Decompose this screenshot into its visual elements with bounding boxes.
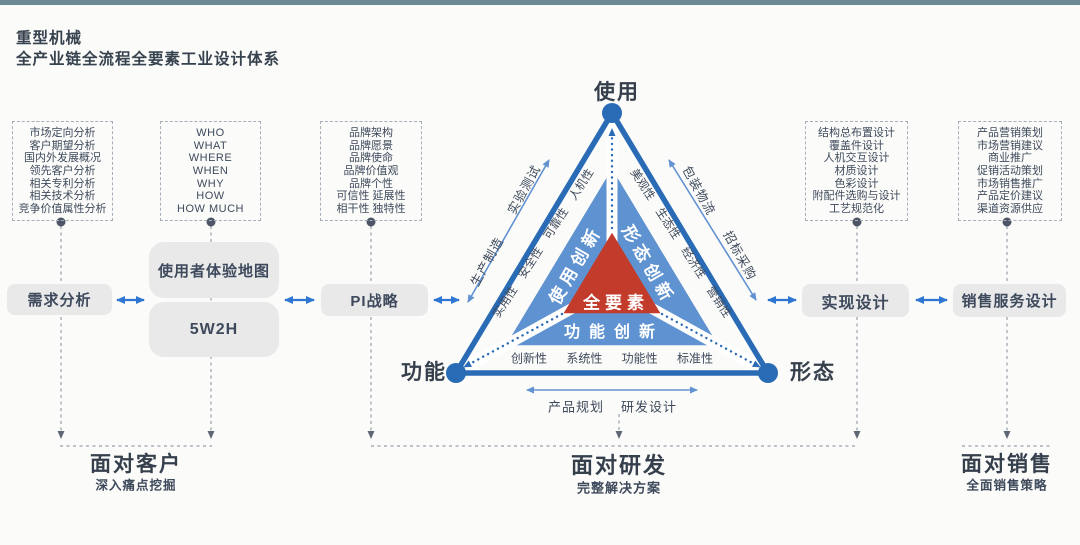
page-title: 重型机械 全产业链全流程全要素工业设计体系 [16,28,280,70]
box-label: 5W2H [189,320,239,338]
dotted-axes [463,128,761,368]
list-item: WHERE [188,152,233,165]
box-demand-analysis: 需求分析 [7,284,112,315]
list-item: 相关专利分析 [29,177,96,190]
list-item: WHY [196,177,225,190]
footer-customer-title: 面对客户 [90,453,182,476]
list-item: 可信性 延展性 [336,190,406,203]
box-realization-design: 实现设计 [802,284,909,317]
dashed-box-brand: 品牌架构 品牌愿景 品牌使命 品牌价值观 品牌个性 可信性 延展性 相干性 独特… [320,121,422,221]
box-5w2h: 5W2H [149,302,279,357]
list-item: 品牌价值观 [343,164,399,177]
top-accent-bar [0,0,1080,5]
vertex-dots [446,103,778,383]
list-item: 工艺规范化 [829,202,884,215]
footer-rnd-title: 面对研发 [570,453,668,478]
list-item: 人机交互设计 [823,152,890,165]
list-item: HOW MUCH [177,202,244,215]
list-item: 渠道资源供应 [977,202,1043,215]
box-label: 销售服务设计 [961,293,1058,310]
list-item: 产品营销策划 [977,127,1043,140]
box-sales-service-design: 销售服务设计 [953,284,1066,317]
list-item: 客户期望分析 [29,139,96,152]
box-label: 需求分析 [27,292,92,309]
vertex-label-use: 使用 [594,81,640,104]
dashed-box-sales-marketing: 产品营销策划 市场营销建议 商业推广 促销活动策划 市场销售推广 产品定价建议 … [958,121,1062,221]
footer-sales-title: 面对销售 [961,453,1053,476]
region-function-innovation: 功能创新 [563,324,665,341]
core-triangle [563,232,661,314]
list-item: 色彩设计 [834,177,879,190]
list-item: 覆盖件设计 [829,139,884,152]
list-item: 材质设计 [834,164,879,177]
list-item: 品牌架构 [349,127,393,140]
box-label: 实现设计 [821,294,890,312]
list-item: 品牌使命 [349,152,393,165]
vertex-label-function: 功能 [401,361,447,384]
label-product-planning: 产品规划 [547,399,605,415]
list-item: 品牌个性 [349,177,393,190]
list-item: 附配件选购与设计 [812,190,901,203]
box-label: 使用者体验地图 [157,262,270,280]
list-item: WHO [196,127,225,140]
footer-sales-subtitle: 全面销售策略 [966,478,1048,493]
list-item: 品牌愿景 [349,139,393,152]
label-rnd-design: 研发设计 [620,399,678,415]
drop-lines [57,226,1011,439]
list-item: 市场营销建议 [977,139,1043,152]
vertex-label-form: 形态 [790,361,836,384]
box-pi-strategy: PI战略 [321,284,428,316]
list-item: WHEN [192,164,229,177]
dashed-box-5w2h: WHO WHAT WHERE WHEN WHY HOW HOW MUCH [160,121,261,221]
footer-rnd-subtitle: 完整解决方案 [576,480,662,496]
list-item: 国内外发展概况 [24,152,101,165]
list-item: 市场销售推广 [977,177,1043,190]
list-item: 相干性 独特性 [336,202,406,215]
attributes-bottom: 创新性 系统性 功能性 标准性 [510,351,714,366]
list-item: 领先客户分析 [29,164,96,177]
title-line-1: 重型机械 [16,30,83,47]
footer-customer-subtitle: 深入痛点挖掘 [95,478,177,493]
dashed-box-structure-design: 结构总布置设计 覆盖件设计 人机交互设计 材质设计 色彩设计 附配件选购与设计 … [805,121,908,221]
dashed-box-market-analysis: 市场定向分析 客户期望分析 国内外发展概况 领先客户分析 相关专利分析 相关技术… [12,121,113,221]
title-line-2: 全产业链全流程全要素工业设计体系 [16,51,281,68]
edge-arrows [467,159,757,394]
list-item: WHAT [193,139,228,152]
list-item: 相关技术分析 [29,190,96,203]
list-item: HOW [196,190,225,203]
box-user-experience-map: 使用者体验地图 [149,242,279,298]
box-dots [56,217,1012,227]
list-item: 产品定价建议 [977,190,1043,203]
list-item: 市场定向分析 [29,127,96,140]
box-label: PI战略 [350,292,399,310]
list-item: 商业推广 [988,152,1032,165]
core-label-all-elements: 全要素 [583,293,649,313]
list-item: 促销活动策划 [977,164,1043,177]
list-item: 结构总布置设计 [818,127,895,140]
list-item: 竞争价值属性分析 [18,202,107,215]
